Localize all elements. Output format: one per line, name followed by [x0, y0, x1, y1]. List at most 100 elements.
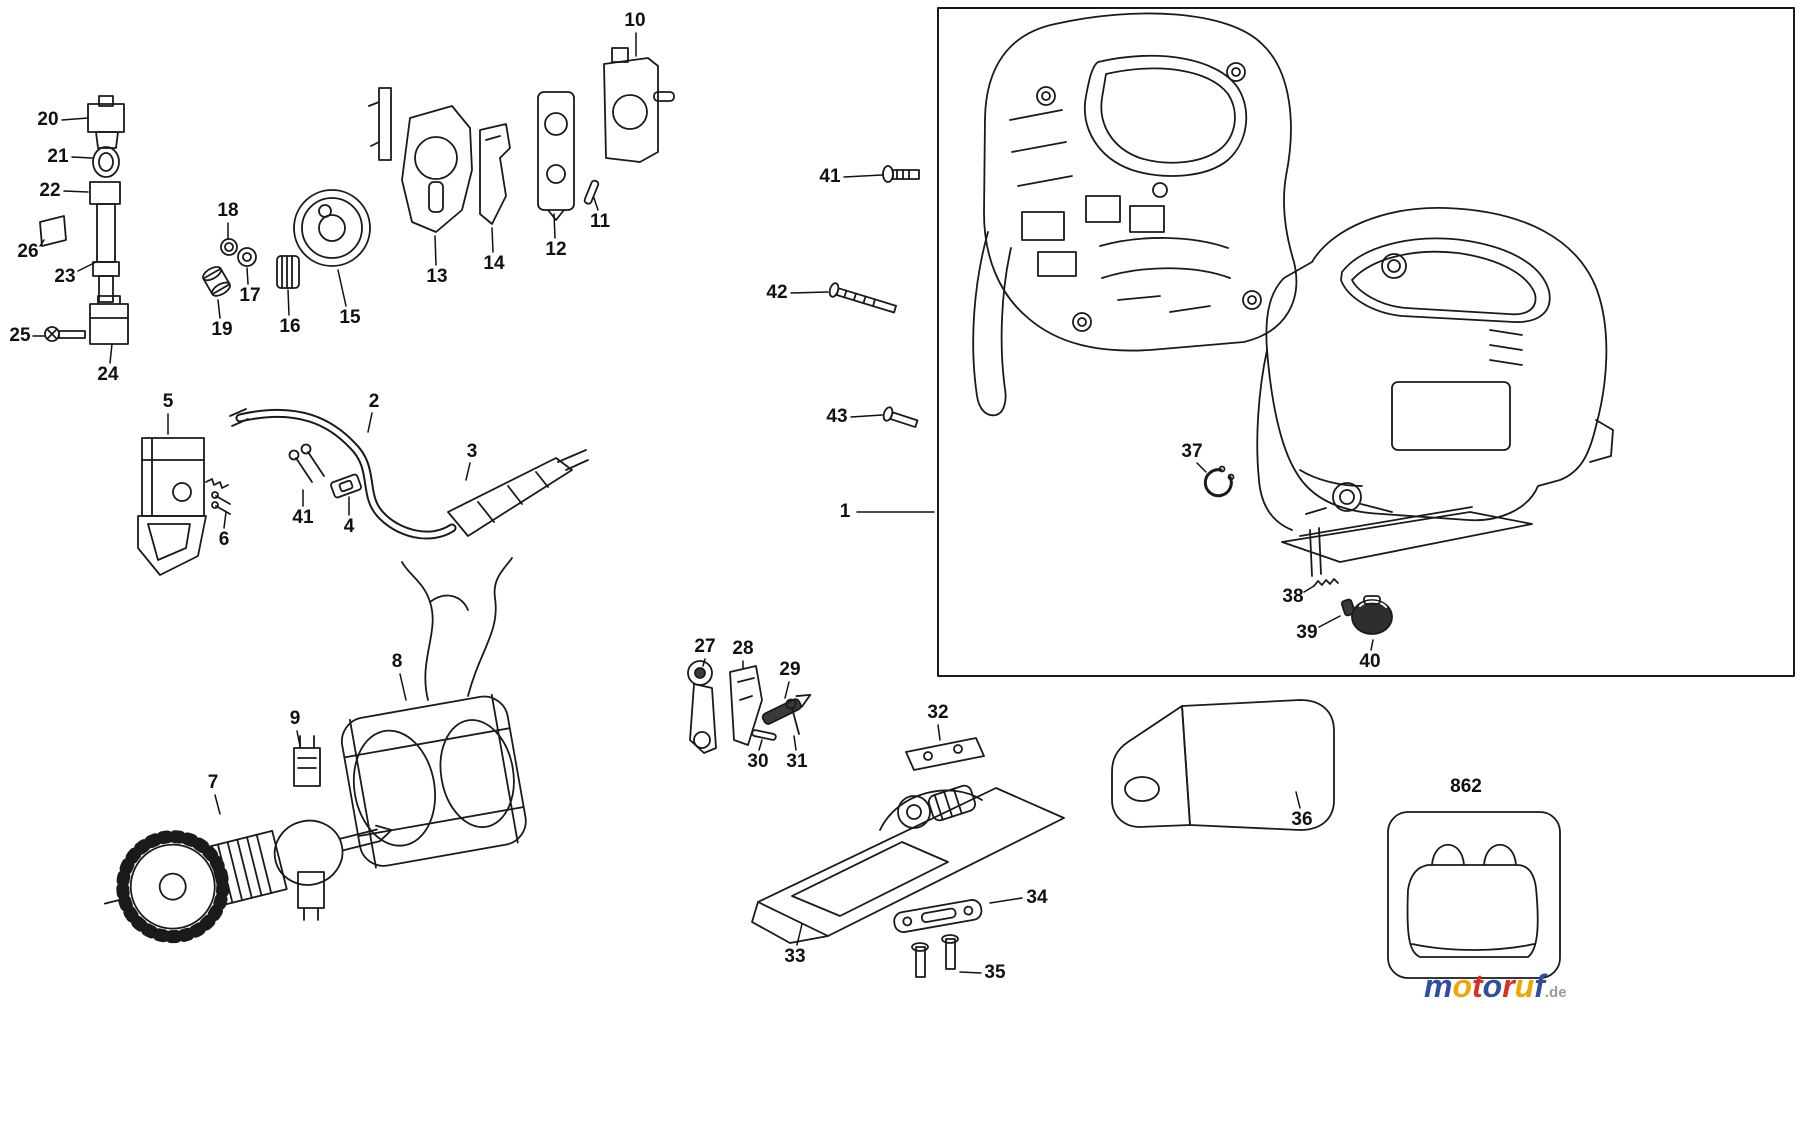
- part-label-12: 12: [545, 239, 567, 260]
- part-label-29: 29: [779, 659, 801, 680]
- leader-line-23: [77, 261, 97, 272]
- logo-letter: t: [1472, 968, 1483, 1004]
- part-label-3: 3: [466, 441, 478, 462]
- part-label-27: 27: [694, 636, 716, 657]
- tool-bag-drawing: [1387, 811, 1561, 979]
- part-label-26: 26: [17, 241, 39, 262]
- leader-line-24: [109, 343, 113, 364]
- pin-39-drawing: [1340, 598, 1356, 617]
- leader-line-31: [793, 735, 797, 751]
- part-label-17: 17: [239, 285, 261, 306]
- part-label-8: 8: [391, 651, 403, 672]
- leader-line-42: [790, 291, 829, 294]
- part-label-2: 2: [368, 391, 380, 412]
- leader-line-43: [850, 414, 883, 418]
- jigsaw-assembled-drawing: [1256, 207, 1614, 577]
- leader-line-22: [63, 190, 89, 193]
- roller-lever-drawing: [687, 660, 812, 754]
- part-label-24: 24: [97, 364, 119, 385]
- part-label-36: 36: [1291, 809, 1313, 830]
- leader-line-38: [1303, 585, 1315, 593]
- logo-word: motoruf: [1424, 968, 1545, 1004]
- guard-drawing: [1111, 699, 1335, 831]
- logo-domain-suffix: .de: [1544, 984, 1567, 1001]
- switch-and-cord-drawing: [137, 408, 589, 576]
- bearing-washers-drawing: [202, 189, 371, 297]
- part-label-18: 18: [217, 200, 239, 221]
- leader-line-3: [465, 462, 471, 481]
- part-label-43: 43: [826, 406, 848, 427]
- spring-38-drawing: [1313, 578, 1339, 587]
- leader-line-20: [61, 117, 89, 121]
- part-label-14: 14: [483, 253, 505, 274]
- part-label-25: 25: [9, 325, 31, 346]
- part-label-11: 11: [589, 211, 611, 232]
- part-label-37: 37: [1181, 441, 1203, 462]
- part-label-41b: 41: [292, 507, 314, 528]
- part-label-41a: 41: [819, 166, 841, 187]
- part-label-16: 16: [279, 316, 301, 337]
- part-label-22: 22: [39, 180, 61, 201]
- part-label-38: 38: [1282, 586, 1304, 607]
- leader-line-41a: [843, 174, 883, 178]
- leader-line-17: [246, 267, 249, 285]
- leader-line-26: [39, 239, 45, 247]
- part-label-23: 23: [54, 266, 76, 287]
- part-label-4: 4: [343, 516, 355, 537]
- housing-detail-box: [937, 7, 1795, 677]
- part-label-33: 33: [784, 946, 806, 967]
- part-label-32: 32: [927, 702, 949, 723]
- baseplate-drawing: [751, 737, 1065, 978]
- leader-line-33: [796, 923, 803, 946]
- part-label-5: 5: [162, 391, 174, 412]
- part-label-34: 34: [1026, 887, 1048, 908]
- leader-line-19: [217, 299, 221, 319]
- part-label-13: 13: [426, 266, 448, 287]
- part-label-19: 19: [211, 319, 233, 340]
- plates-drawing: [368, 47, 675, 233]
- leader-line-30: [758, 739, 763, 751]
- part-label-21: 21: [47, 146, 69, 167]
- leader-line-39: [1318, 615, 1341, 628]
- part-label-39: 39: [1296, 622, 1318, 643]
- leader-line-34: [989, 897, 1023, 904]
- leader-line-15: [337, 269, 347, 307]
- part-label-31: 31: [786, 751, 808, 772]
- leader-line-6: [223, 511, 227, 529]
- screw-42-drawing: [828, 282, 897, 314]
- leader-line-37: [1196, 462, 1207, 473]
- logo-letter: o: [1452, 968, 1472, 1004]
- logo-letter: m: [1424, 968, 1453, 1004]
- leader-line-9: [296, 730, 301, 747]
- leader-line-11: [593, 197, 599, 211]
- leader-lines-layer: [32, 32, 1374, 974]
- screw-41-drawing: [882, 165, 920, 183]
- circlip-37-drawing: [1203, 465, 1235, 498]
- slider-assembly-drawing: [39, 95, 129, 345]
- leader-line-12: [553, 213, 556, 239]
- leader-line-21: [71, 156, 93, 159]
- part-label-40: 40: [1359, 651, 1381, 672]
- logo-letter: u: [1514, 968, 1535, 1004]
- leader-line-7: [214, 794, 221, 815]
- part-label-28: 28: [732, 638, 754, 659]
- leader-line-40: [1370, 639, 1374, 651]
- leader-line-2: [367, 412, 373, 433]
- part-label-20: 20: [37, 109, 59, 130]
- screw-43-drawing: [882, 406, 919, 428]
- leader-line-27: [702, 658, 706, 667]
- motoruf-logo: motoruf.de: [1424, 970, 1567, 1002]
- part-label-30: 30: [747, 751, 769, 772]
- leader-line-32: [937, 724, 941, 741]
- leader-line-35: [959, 971, 982, 974]
- logo-letter: o: [1482, 968, 1503, 1004]
- part-label-10: 10: [624, 10, 646, 31]
- leader-line-16: [287, 289, 290, 316]
- part-label-1: 1: [839, 501, 851, 522]
- knob-40-drawing: [1351, 595, 1393, 635]
- part-label-35: 35: [984, 962, 1006, 983]
- leader-line-14: [491, 227, 494, 253]
- part-label-862: 862: [1450, 776, 1482, 797]
